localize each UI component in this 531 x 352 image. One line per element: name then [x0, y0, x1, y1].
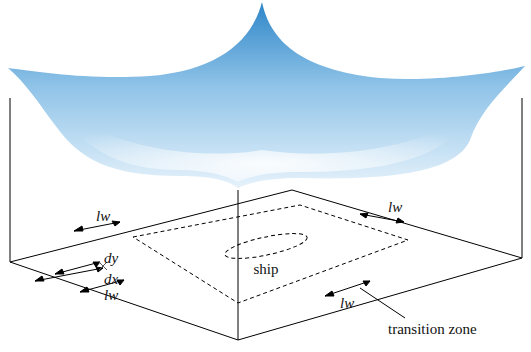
dimension-label: lw	[104, 288, 118, 303]
dimension-label: lw	[388, 200, 402, 215]
dimension-label: dy	[104, 251, 118, 266]
dimension-label: dx	[104, 272, 118, 287]
dimension-label: lw	[96, 209, 110, 224]
zone-label: transition zone	[388, 322, 477, 337]
dimension-label: lw	[340, 296, 354, 311]
ship-zone: ship	[244, 259, 288, 279]
ship-label: ship	[253, 262, 278, 277]
